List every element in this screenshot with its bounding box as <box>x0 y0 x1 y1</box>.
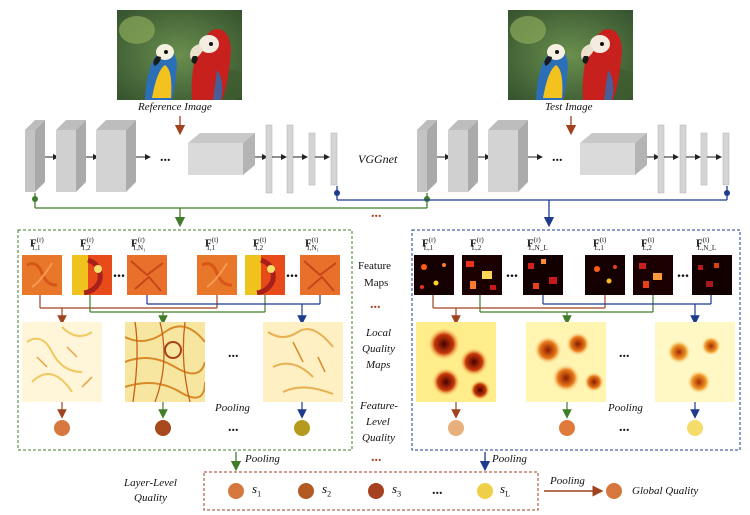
vgg-ellipsis-left: ... <box>160 150 171 165</box>
layer-level-label-2: Quality <box>134 492 167 504</box>
pooling-label-left: Pooling <box>215 402 250 414</box>
quality-ellipsis-left: ... <box>228 346 239 361</box>
feature-quality-dot <box>559 420 575 436</box>
layer-score-label-1: s1 <box>252 481 262 499</box>
feature-map-t-1-1 <box>197 255 237 295</box>
feature-ellipsis-right-r: ... <box>506 264 518 281</box>
feature-maps-label-2: Maps <box>364 277 389 289</box>
layer1-panel <box>17 229 353 451</box>
dot-ellipsis-right: ... <box>619 420 630 435</box>
vggnet-label: VGGnet <box>358 152 398 166</box>
local-quality-label-1: Local <box>366 327 392 339</box>
final-pooling-label: Pooling <box>550 475 585 487</box>
layer-score-label-2: s2 <box>322 481 332 499</box>
feature-map-r-1-2 <box>72 255 112 295</box>
local-quality-map-left-2 <box>125 322 205 402</box>
layer-score-dot-1 <box>228 483 244 499</box>
feature-map-r-1-n1 <box>127 255 167 295</box>
layer-score-label-3: s3 <box>392 481 402 499</box>
feature-map-label: F(t)1,N₁ <box>305 236 320 252</box>
feature-quality-dot <box>448 420 464 436</box>
layer-score-dot-L <box>477 483 493 499</box>
feature-maps-label-1: Feature <box>358 260 391 272</box>
reference-image <box>117 10 242 100</box>
quality-ellipsis-right: ... <box>619 346 630 361</box>
vgg-network-left <box>25 120 338 194</box>
feature-map-label: F(r)1,1 <box>30 236 44 252</box>
layer-score-dot-3 <box>368 483 384 499</box>
score-ellipsis: ... <box>432 483 443 498</box>
feature-map-label: F(r)1,N₁ <box>131 236 146 252</box>
feature-quality-dot <box>294 420 310 436</box>
feature-map-r-L-1 <box>414 255 454 295</box>
feature-level-label-2: Level <box>366 416 390 428</box>
feature-map-t-L-2 <box>633 255 673 295</box>
pooling-label-bottom-left: Pooling <box>245 453 280 465</box>
feature-map-label: F(r)L,1 <box>422 236 436 252</box>
feature-ellipsis-right-t: ... <box>677 264 689 281</box>
feature-map-t-1-2 <box>245 255 285 295</box>
feature-map-label: F(t)L,2 <box>641 236 655 252</box>
pooling-label-right: Pooling <box>608 402 643 414</box>
bottom-middle-ellipsis: ... <box>371 450 382 465</box>
feature-map-label: F(t)L,1 <box>593 236 607 252</box>
feature-quality-dot <box>155 420 171 436</box>
feature-map-label: F(t)1,1 <box>205 236 219 252</box>
vgg-network-right <box>417 120 730 194</box>
reference-image-label: Reference Image <box>138 101 212 113</box>
middle-ellipsis: ... <box>370 297 381 312</box>
layer-level-label-1: Layer-Level <box>124 477 177 489</box>
feature-ellipsis-left-t: ... <box>286 264 298 281</box>
test-image-label: Test Image <box>545 101 593 113</box>
dot-ellipsis-left: ... <box>228 420 239 435</box>
feature-map-r-L-2 <box>462 255 502 295</box>
local-quality-map-left-1 <box>22 322 102 402</box>
local-quality-map-right-n <box>655 322 735 402</box>
test-image <box>508 10 633 100</box>
layerL-wiring <box>432 295 712 419</box>
feature-quality-dot <box>687 420 703 436</box>
local-quality-label-3: Maps <box>366 359 391 371</box>
feature-ellipsis-left-r: ... <box>113 264 125 281</box>
layer-score-dot-2 <box>298 483 314 499</box>
feature-quality-dot <box>54 420 70 436</box>
layer-ellipsis: ... <box>371 206 382 221</box>
layerL-panel <box>411 229 741 451</box>
feature-map-t-L-1 <box>585 255 625 295</box>
feature-level-label-3: Quality <box>362 432 395 444</box>
local-quality-label-2: Quality <box>362 343 395 355</box>
vgg-ellipsis-right: ... <box>552 150 563 165</box>
local-quality-map-right-1 <box>416 322 496 402</box>
feature-map-r-L-nL <box>523 255 563 295</box>
global-quality-dot <box>606 483 622 499</box>
pooling-label-bottom-right: Pooling <box>492 453 527 465</box>
layer1-wiring <box>39 295 321 419</box>
local-quality-map-right-2 <box>526 322 606 402</box>
layer-level-box <box>203 471 539 511</box>
feature-map-t-1-n1 <box>300 255 340 295</box>
layer-score-label-L: sL <box>500 481 510 499</box>
feature-map-label: F(r)L,2 <box>470 236 484 252</box>
feature-map-label: F(t)L,N_L <box>696 236 717 252</box>
feature-map-label: F(t)1,2 <box>253 236 267 252</box>
feature-map-label: F(r)L,N_L <box>527 236 548 252</box>
local-quality-map-left-n <box>263 322 343 402</box>
feature-map-label: F(r)1,2 <box>80 236 94 252</box>
layerL-connector <box>334 186 730 228</box>
feature-level-label-1: Feature- <box>360 400 399 412</box>
global-quality-label: Global Quality <box>632 485 699 497</box>
feature-map-t-L-nL <box>692 255 732 295</box>
feature-map-r-1-1 <box>22 255 62 295</box>
